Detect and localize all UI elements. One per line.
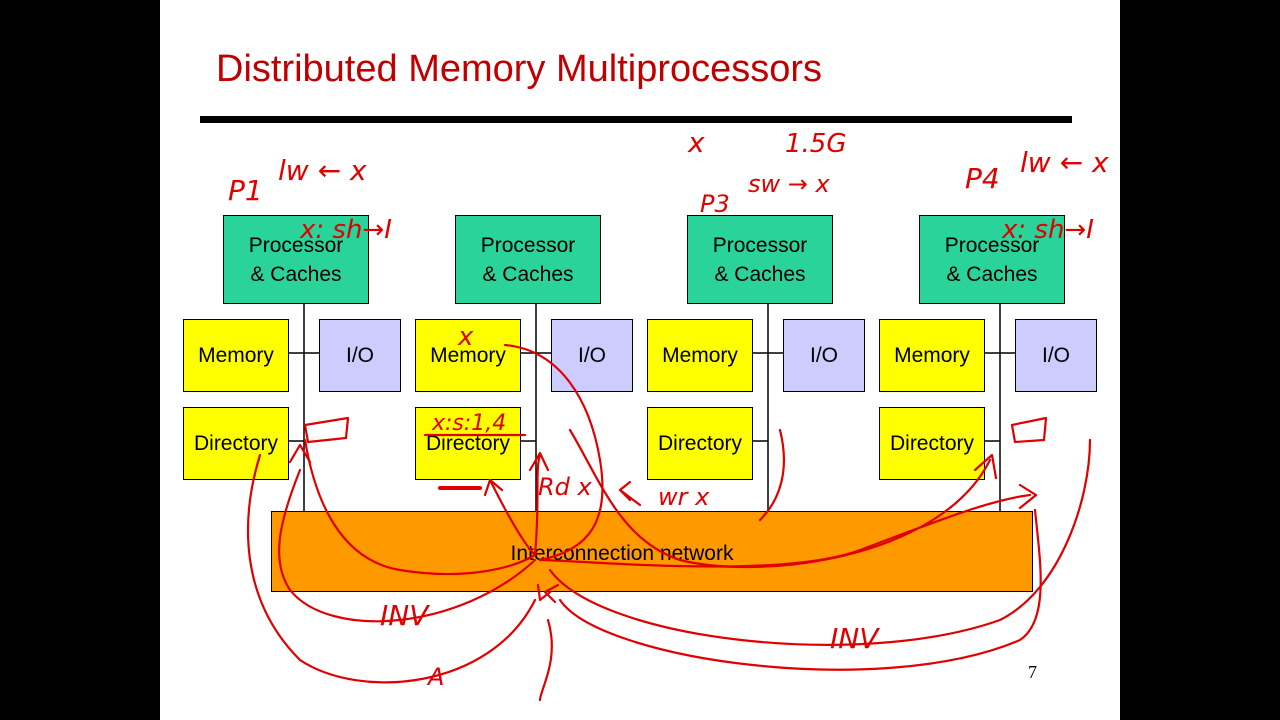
label-dir-entry: x:s:1,4 [431,411,506,436]
flow-stroke [278,468,537,623]
arrow-head [288,443,312,464]
io-4: I/O [1015,319,1097,392]
bus-lines [288,304,1015,511]
label-wrx: wr x [658,483,710,511]
slide-title: Distributed Memory Multiprocessors [216,48,823,90]
label-x-top: x [687,126,705,159]
io-3: I/O [783,319,865,392]
flow-stroke [503,343,604,562]
label-p1-state: x: sh→I [299,215,392,245]
memory-3: Memory [647,319,753,392]
handwritten-annotations: P1 lw ← x x: sh→I x 1.5G P3 sw → x P4 lw… [228,126,1109,702]
memory-2: Memory [415,319,521,392]
label-p1: P1 [228,174,263,207]
processor-caches-1: Processor & Caches [223,215,369,304]
slide: Distributed Memory Multiprocessors Proce… [160,0,1120,720]
flow-stroke [558,508,1042,671]
flow-stroke [548,438,1092,646]
flow-stroke [538,493,1032,568]
page-number: 7 [1028,662,1037,682]
label-val-top: 1.5G [785,129,847,159]
flow-stroke [618,488,642,507]
flow-stroke [533,453,542,557]
directory-1: Directory [183,407,289,480]
interconnection-network: Interconnection network [271,511,1033,592]
label-p4-state: x: sh→I [1001,215,1094,245]
processor-label: Processor [248,233,344,257]
flow-stroke [246,453,537,684]
caches-label: & Caches [714,262,806,286]
label-p4: P4 [965,162,1000,195]
processor-label: Processor [480,233,576,257]
flow-stroke [303,438,537,576]
label-mem-x: x [457,322,474,352]
processor-label: Processor [712,233,808,257]
label-p1-op: lw ← x [278,154,367,187]
memory-4: Memory [879,319,985,392]
flow-stroke [758,428,786,522]
io-1: I/O [319,319,401,392]
directory-4: Directory [879,407,985,480]
caches-label: & Caches [946,262,1038,286]
processor-label: Processor [944,233,1040,257]
directory-3: Directory [647,407,753,480]
flow-stroke [538,618,553,702]
processor-caches-4: Processor & Caches [919,215,1065,304]
memory-1: Memory [183,319,289,392]
arrow-head [536,583,552,602]
caches-label: & Caches [482,262,574,286]
arrow-head [543,583,560,604]
title-rule [200,116,1072,123]
io-2: I/O [551,319,633,392]
arrow-head [528,451,550,472]
label-ack: A [426,663,444,691]
processor-caches-3: Processor & Caches [687,215,833,304]
label-inv-left: INV [380,599,430,632]
arrow-head [483,478,504,497]
scribble-square [1010,416,1048,444]
flow-stroke [488,478,537,557]
directory-2: Directory [415,407,521,480]
processor-caches-2: Processor & Caches [455,215,601,304]
caches-label: & Caches [250,262,342,286]
label-p3-op: sw → x [748,170,831,198]
flow-stroke [568,428,992,568]
label-p4-op: lw ← x [1020,146,1109,179]
arrow-head [973,453,998,480]
arrow-head [1018,483,1038,510]
label-p3: P3 [700,190,730,218]
label-rdx: Rd x [538,473,593,501]
label-inv-right: INV [830,622,880,655]
scribble-square [303,416,350,444]
